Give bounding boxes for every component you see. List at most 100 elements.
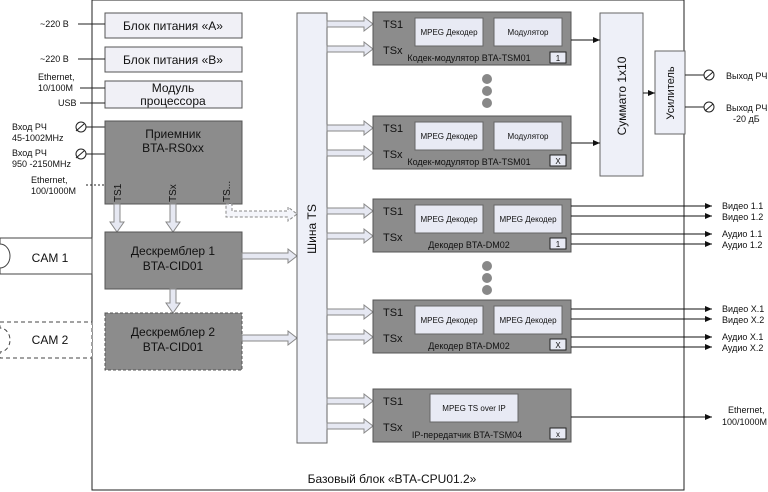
ts-bus [296,12,328,444]
ethernet-cpu-label-1: Ethernet, [38,72,75,82]
descrambler-2-label-1: Дескремблер 2 [131,325,216,339]
amplifier-label: Усилитель [665,66,677,120]
module-0: TS1 TSx MPEG Декодер Модулятор Кодек-мод… [326,11,572,66]
module-3: TS1 TSx MPEG Декодер MPEG Декодер Декоде… [326,299,572,354]
module-badge-text: X [555,341,561,350]
arrow-descr1-to-bus [241,247,298,265]
amplifier-block [654,50,686,135]
rf-out2-label-1: Выход РЧ [726,103,767,113]
arrow-bus-to-module [326,227,374,245]
summator-label: Суммато 1х10 [615,56,629,135]
rf-in-2-label-1: Вход РЧ [12,148,47,158]
mpeg-decoder-sub [414,17,484,47]
arrow-bus-to-module [326,303,374,321]
decoder-x-output-label: Аудио X.2 [722,343,763,353]
rf-output-connector-mark [704,71,714,80]
summator-block [599,12,644,177]
decoder-x-output-label: Видео X.2 [722,315,764,325]
rf-in-1-label-2: 45-1002MHz [12,133,64,143]
ts-bus-label: Шина TS [305,204,319,254]
arrow-bus-to-module [326,328,374,346]
power-b-input-label: ~220 В [40,54,69,64]
module-2: TS1 TSx MPEG Декодер MPEG Декодер Декоде… [326,198,572,253]
arrow-bus-to-module [326,119,374,137]
arrow-bus-to-module [326,144,374,162]
module-ts1: TS1 [383,123,403,135]
receiver-out-ts: TS... [222,181,233,202]
continuation-dot [482,86,492,96]
arrow-rx-to-descr1b [165,203,181,233]
arrow-bus-to-module [326,392,374,410]
arrow-bus-to-module [326,417,374,435]
module-badge-text: 1 [556,54,561,63]
module-ts1: TS1 [383,19,403,31]
decoder-1-output-label: Видео 1.1 [722,201,763,211]
mpeg-decoder-label: MPEG Декодер [499,316,557,325]
ethernet-out-label-1: Ethernet, [728,405,765,415]
mpeg-decoder-sub [493,305,563,335]
continuation-dot [482,285,492,295]
mpeg-decoder-sub [414,305,484,335]
cam-1-card [0,237,93,275]
module-name: Декодер BTA-DM02 [428,240,510,250]
receiver-label-2: BTA-RS0xx [142,141,204,155]
receiver-out-tsx: TSx [168,184,179,202]
decoder-x-output-label: Аудио X.1 [722,332,763,342]
ethernet-out-label-2: 100/1000M [722,417,767,427]
power-supply-a-label: Блок питания «А» [123,19,223,33]
cam-1-label: CAM 1 [32,251,69,265]
mpeg-decoder-label: MPEG Декодер [420,215,478,224]
module-badge [549,154,567,167]
module-tsx: TSx [383,422,403,434]
descrambler-1-label-1: Дескремблер 1 [131,244,216,258]
rf-output-connector-mark [704,103,714,112]
rf-out2-label-2: -20 дБ [733,114,760,124]
power-supply-b-label: Блок питания «В» [123,53,223,67]
decoder-1-output-label: Видео 1.2 [722,212,763,222]
receiver-block [104,120,243,205]
decoder-1-output-label: Аудио 1.2 [722,240,762,250]
module-4: TS1 TSx MPEG TS over IP IP-передатчик BT… [326,388,572,443]
receiver-label-1: Приемник [145,127,201,141]
continuation-dot [482,98,492,108]
mpeg-decoder-sub [414,121,484,151]
module-ts1: TS1 [383,396,403,408]
rf-connector-mark [75,123,85,132]
modulator-sub [493,121,563,151]
cpu-module-label-2: процессора [140,94,206,108]
module-1: TS1 TSx MPEG Декодер Модулятор Кодек-мод… [326,115,572,170]
power-a-input-label: ~220 В [40,19,69,29]
module-ts1: TS1 [383,307,403,319]
arrow-bus-to-module [326,202,374,220]
module-ts1: TS1 [383,206,403,218]
continuation-dot [482,273,492,283]
module-tsx: TSx [383,149,403,161]
ts-over-ip-sub [429,393,519,423]
power-supply-b [104,46,243,73]
arrow-descr1-to-descr2 [165,288,181,314]
arrow-rx-to-descr1 [109,203,125,233]
module-tsx: TSx [383,45,403,57]
arrow-bus-to-module [326,40,374,58]
ts-over-ip-label: MPEG TS over IP [442,404,505,413]
module-name: Кодек-модулятор BTA-TSM01 [407,53,530,63]
modulator-label: Модулятор [508,28,550,37]
rf-out-label: Выход РЧ [726,71,767,81]
module-badge [549,51,567,64]
arrow-rx-ts-dashed [225,203,298,223]
module-badge [549,338,567,351]
modulator-sub [493,17,563,47]
descrambler-2-label-2: BTA-CID01 [143,340,204,354]
rf-in-2-label-2: 950 -2150MHz [12,159,72,169]
module-badge [549,237,567,250]
rf-connector-mark [75,150,85,159]
cam-2-label: CAM 2 [32,333,69,347]
module-badge-text: 1 [556,240,561,249]
mpeg-decoder-label: MPEG Декодер [499,215,557,224]
module-badge-text: X [555,157,561,166]
mpeg-decoder-label: MPEG Декодер [420,316,478,325]
module-badge [549,427,567,440]
descrambler-1-block [104,231,243,290]
continuation-dot [482,74,492,84]
